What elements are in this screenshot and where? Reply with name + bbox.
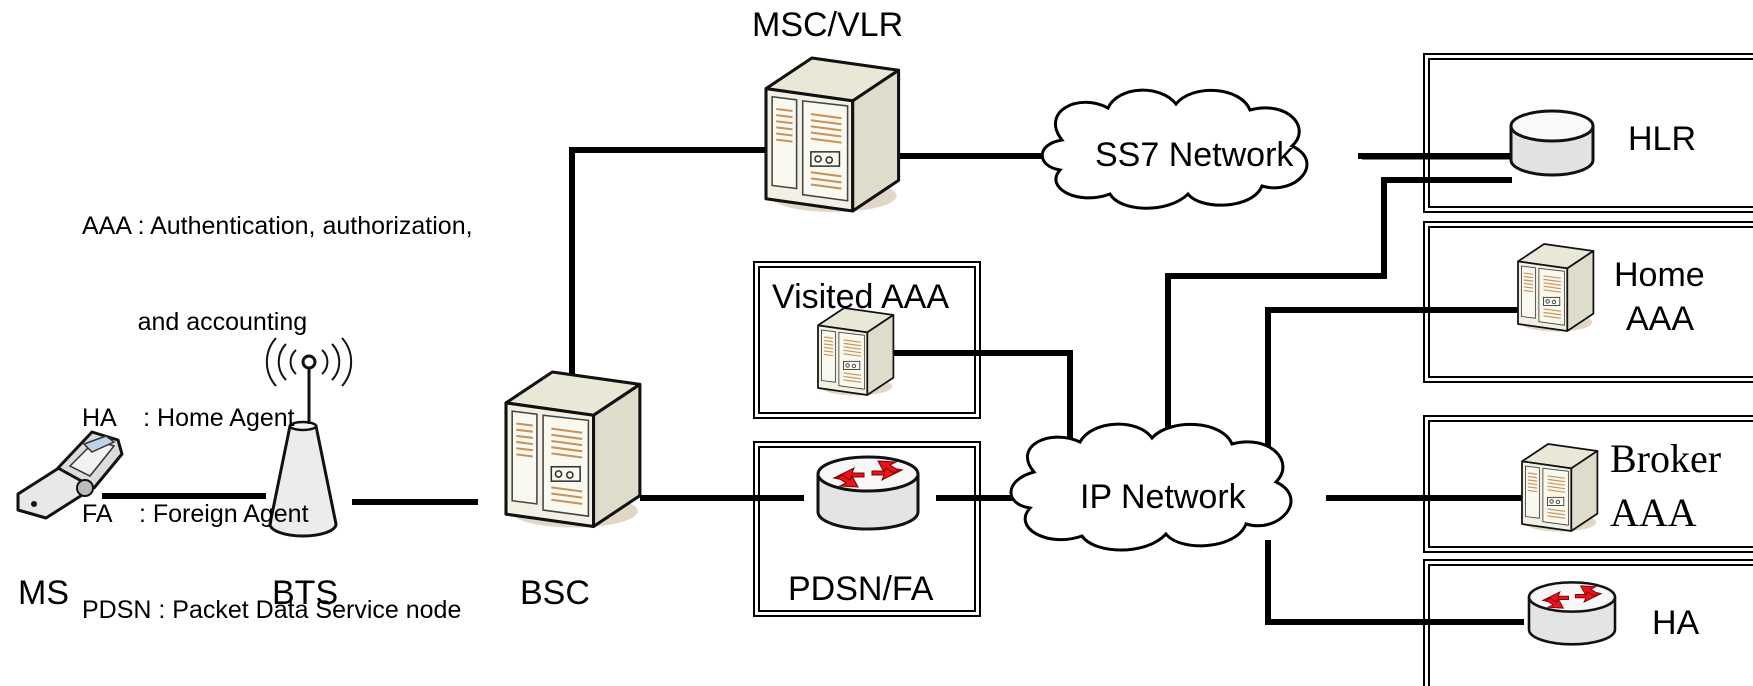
ha-router-icon [1527, 581, 1617, 646]
link-visited-aaa-ip [886, 350, 1073, 448]
legend-aaa-cont: and accounting [82, 308, 308, 336]
ms-label: MS [18, 574, 69, 612]
mobile-phone-icon [16, 430, 124, 520]
visited-aaa-box [753, 261, 981, 419]
legend-ha: HA : Home Agent [82, 404, 295, 432]
bts-label: BTS [272, 574, 338, 612]
hlr-database-icon [1509, 109, 1595, 177]
msc-vlr-label: MSC/VLR [752, 6, 903, 44]
home-aaa-label-line1: Home [1614, 256, 1705, 294]
link-ip-ha [1265, 540, 1524, 625]
bsc-label: BSC [520, 574, 590, 612]
ha-label: HA [1652, 604, 1700, 642]
home-aaa-server-icon [1517, 243, 1595, 333]
pdsn-router-icon [816, 455, 920, 531]
ss7-network-label: SS7 Network [1095, 136, 1294, 174]
visited-aaa-label: Visited AAA [772, 278, 949, 316]
hlr-label: HLR [1628, 120, 1696, 158]
hlr-box [1423, 53, 1753, 213]
ip-network-label: IP Network [1080, 478, 1247, 516]
legend-fa: FA : Foreign Agent [82, 500, 309, 528]
link-ip-hlr [1165, 177, 1512, 440]
legend: AAA : Authentication, authorization, and… [82, 146, 473, 658]
pdsn-fa-box [753, 441, 981, 617]
component-boxes [753, 53, 1753, 686]
link-ip-home-aaa [1265, 307, 1520, 452]
ha-box [1423, 559, 1753, 686]
link-bsc-msc [569, 147, 774, 380]
bsc-server-icon [504, 370, 642, 530]
msc-vlr-server-icon [764, 56, 901, 214]
legend-pdsn: PDSN : Packet Data Service node [82, 596, 462, 624]
broker-aaa-box [1423, 415, 1753, 553]
broker-aaa-label-line2: AAA [1610, 490, 1697, 535]
visited-aaa-server-icon [817, 307, 895, 397]
ip-cloud-icon [1009, 422, 1293, 552]
ss7-cloud-icon [1040, 88, 1309, 210]
antenna-tower-icon [265, 337, 353, 538]
connection-lines [102, 147, 1526, 625]
home-aaa-label-line2: AAA [1626, 300, 1694, 338]
pdsn-fa-label: PDSN/FA [788, 570, 934, 608]
legend-aaa: AAA : Authentication, authorization, [82, 212, 473, 240]
home-aaa-box [1423, 221, 1753, 383]
broker-aaa-label-line1: Broker [1610, 436, 1721, 481]
broker-aaa-server-icon [1521, 443, 1599, 533]
